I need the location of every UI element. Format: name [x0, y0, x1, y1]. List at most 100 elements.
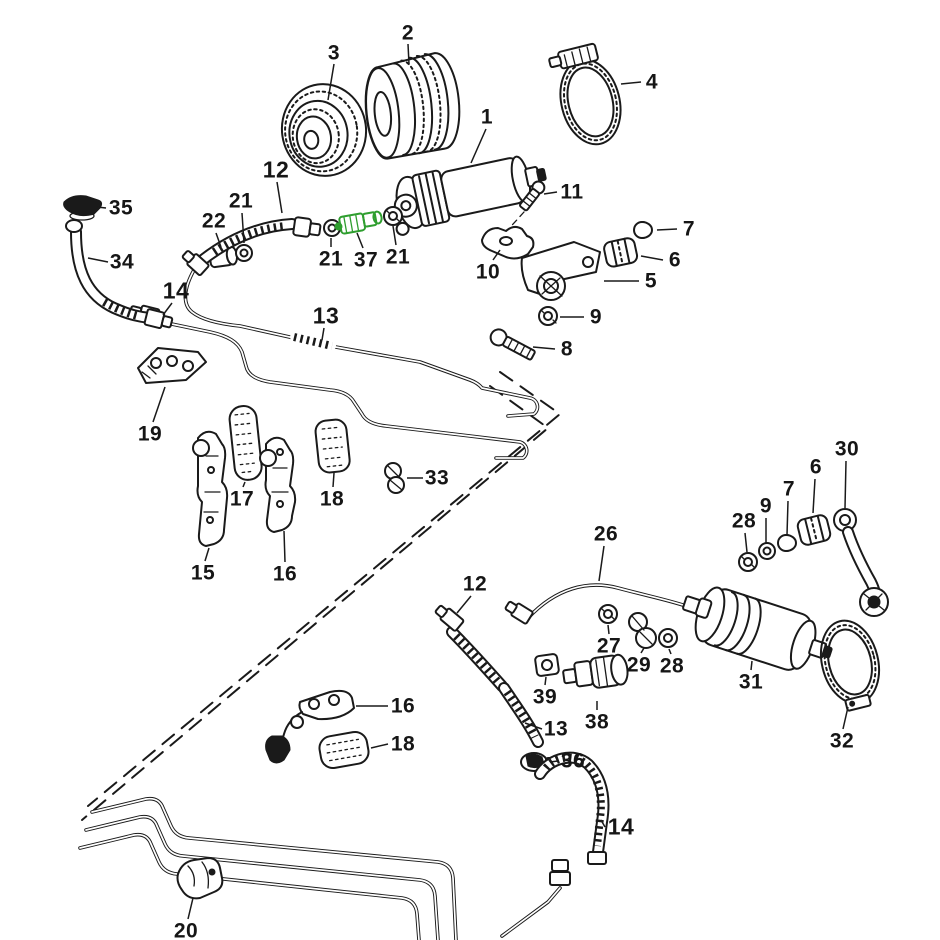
callout-21[interactable]: 21 — [318, 247, 344, 271]
callout-22[interactable]: 22 — [201, 209, 227, 233]
fuel-pump-1-art — [393, 155, 547, 236]
leader-line-7 — [786, 500, 789, 536]
callout-16[interactable]: 16 — [390, 694, 416, 718]
leader-line-29 — [640, 647, 645, 654]
leader-line-7 — [656, 228, 678, 231]
damper-38-art — [562, 653, 629, 689]
routing-dashed-lines — [81, 371, 561, 821]
leader-line-2 — [407, 43, 410, 65]
cap-35-art — [63, 195, 103, 221]
callout-14[interactable]: 14 — [607, 813, 635, 840]
callout-30[interactable]: 30 — [834, 437, 860, 461]
fuel-filter-31-art — [694, 586, 833, 671]
callout-17[interactable]: 17 — [229, 487, 255, 511]
callout-29[interactable]: 29 — [626, 653, 652, 677]
washer-21a-art — [235, 244, 253, 262]
callout-4[interactable]: 4 — [645, 70, 659, 94]
callout-12[interactable]: 12 — [262, 156, 290, 183]
leader-line-27 — [607, 624, 610, 635]
callout-6[interactable]: 6 — [668, 248, 682, 272]
callout-21[interactable]: 21 — [228, 189, 254, 213]
callout-11[interactable]: 11 — [560, 180, 584, 204]
callout-14[interactable]: 14 — [162, 277, 190, 304]
fitting-37-highlighted-art — [334, 210, 383, 235]
clip-33-art — [384, 462, 405, 494]
callout-27[interactable]: 27 — [596, 634, 622, 658]
nut-27-art — [598, 604, 618, 624]
callout-13[interactable]: 13 — [543, 717, 569, 741]
pad-18b-art — [318, 730, 370, 770]
callout-3[interactable]: 3 — [327, 41, 341, 65]
leader-lines — [87, 43, 849, 920]
callout-36[interactable]: 36 — [560, 749, 586, 773]
leader-line-3 — [327, 63, 335, 101]
damper-2-art — [364, 52, 461, 160]
nut-28c-art — [738, 552, 758, 572]
leader-line-10 — [492, 249, 501, 261]
callout-7[interactable]: 7 — [682, 217, 696, 241]
leader-line-6 — [640, 255, 664, 261]
callout-12[interactable]: 12 — [462, 572, 488, 596]
holder-15-art — [192, 430, 229, 547]
callout-20[interactable]: 20 — [173, 919, 199, 940]
callout-18[interactable]: 18 — [390, 732, 416, 756]
callout-31[interactable]: 31 — [738, 670, 764, 694]
leader-line-37 — [356, 232, 364, 249]
fuel-line-13-art — [183, 268, 540, 418]
callout-26[interactable]: 26 — [593, 522, 619, 546]
callout-39[interactable]: 39 — [532, 685, 558, 709]
callout-10[interactable]: 10 — [475, 260, 501, 284]
leader-line-1 — [470, 128, 487, 164]
callout-6[interactable]: 6 — [809, 455, 823, 479]
callout-28[interactable]: 28 — [659, 654, 685, 678]
callout-1[interactable]: 1 — [480, 105, 494, 129]
callout-19[interactable]: 19 — [137, 422, 163, 446]
callout-34[interactable]: 34 — [109, 250, 135, 274]
leader-line-39 — [544, 676, 547, 686]
leader-line-11 — [543, 191, 558, 195]
bolt-8-art — [489, 328, 536, 361]
strap-30-art — [833, 508, 889, 617]
callout-9[interactable]: 9 — [759, 494, 773, 518]
nut-39-art — [534, 653, 560, 677]
leader-line-13 — [321, 327, 325, 341]
callout-2[interactable]: 2 — [401, 21, 415, 45]
hose-13b-art — [498, 682, 544, 748]
hose-12b-art — [434, 604, 508, 692]
callout-8[interactable]: 8 — [560, 337, 574, 361]
callout-7[interactable]: 7 — [782, 477, 796, 501]
leader-line-18 — [370, 743, 389, 749]
rear-fuel-lines-art — [78, 796, 571, 940]
callout-32[interactable]: 32 — [829, 729, 855, 753]
callout-16[interactable]: 16 — [272, 562, 298, 586]
nut-28b-art — [658, 628, 678, 648]
callout-37[interactable]: 37 — [353, 248, 379, 272]
cap-7-art — [633, 221, 653, 239]
leader-line-18 — [332, 472, 335, 488]
leader-line-35 — [96, 206, 107, 209]
callout-21[interactable]: 21 — [385, 245, 411, 269]
leader-line-15 — [204, 547, 210, 562]
callout-15[interactable]: 15 — [190, 561, 216, 585]
clamp-20-art — [176, 857, 224, 900]
leader-line-6 — [812, 478, 816, 514]
callout-13[interactable]: 13 — [312, 302, 340, 329]
fitting-29-art — [628, 612, 657, 649]
damper-3-art — [280, 83, 368, 177]
leader-line-14 — [162, 302, 173, 316]
nut-21c-art — [383, 206, 403, 226]
callout-38[interactable]: 38 — [584, 710, 610, 734]
washer-9b-art — [758, 542, 776, 560]
leader-line-31 — [750, 660, 753, 671]
hose-12-art — [181, 216, 322, 276]
leader-line-26 — [598, 545, 605, 582]
callout-28[interactable]: 28 — [731, 509, 757, 533]
clamp-10-art — [481, 225, 535, 260]
leader-line-14 — [600, 819, 606, 828]
callout-5[interactable]: 5 — [644, 269, 658, 293]
callout-18[interactable]: 18 — [319, 487, 345, 511]
callout-35[interactable]: 35 — [108, 196, 134, 220]
callout-33[interactable]: 33 — [424, 466, 450, 490]
holder-16b-art — [265, 689, 355, 764]
callout-9[interactable]: 9 — [589, 305, 603, 329]
